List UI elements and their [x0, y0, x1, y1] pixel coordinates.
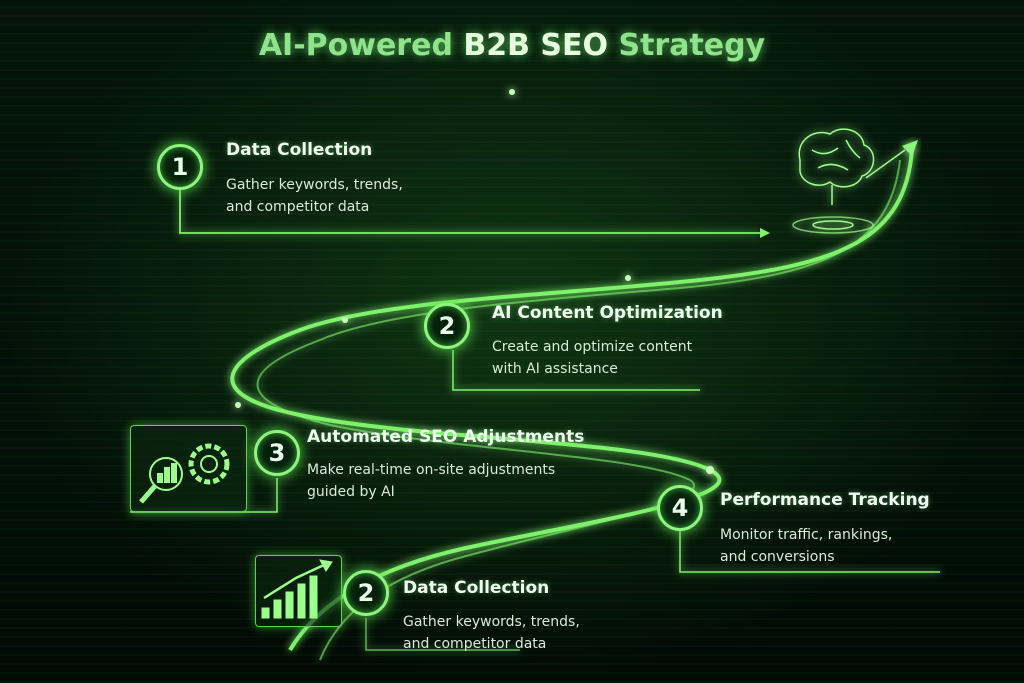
step-5-desc-line2: and competitor data: [403, 636, 547, 652]
step-2-desc-line2: with AI assistance: [492, 361, 618, 377]
step-2-desc-line1: Create and optimize content: [492, 339, 693, 355]
step-3-desc-line2: guided by AI: [307, 484, 395, 500]
step-4-title: Performance Tracking: [720, 490, 930, 510]
step-4-desc-line2: and conversions: [720, 549, 835, 565]
step-1-title: Data Collection: [226, 140, 373, 160]
title-part-1: AI-Powered: [258, 28, 464, 63]
step-5-title: Data Collection: [403, 578, 550, 598]
brain-icon: [792, 128, 906, 234]
main-curve: [230, 149, 914, 652]
step-2-title: AI Content Optimization: [492, 303, 723, 323]
step-3-title: Automated SEO Adjustments: [307, 427, 585, 447]
step-5-desc-line1: Gather keywords, trends,: [403, 614, 580, 630]
title-part-3: Strategy: [608, 28, 766, 63]
step-1-desc-line1: Gather keywords, trends,: [226, 177, 403, 193]
step-5-badge: 2: [343, 570, 389, 616]
magnifier-gear-icon: [130, 425, 247, 512]
step-1-desc-line2: and competitor data: [226, 199, 370, 215]
step-4-desc-line1: Monitor traffic, rankings,: [720, 527, 893, 543]
step-3-badge: 3: [254, 430, 300, 476]
step-1-badge: 1: [157, 144, 203, 190]
step-4-badge: 4: [657, 485, 703, 531]
page-title: AI-Powered B2B SEO Strategy: [0, 28, 1024, 63]
growth-chart-icon: [255, 555, 342, 627]
step-3-desc-line1: Make real-time on-site adjustments: [307, 462, 556, 478]
title-part-2: B2B SEO: [463, 28, 609, 63]
step1-connector: [179, 190, 760, 234]
step-2-badge: 2: [424, 303, 470, 349]
